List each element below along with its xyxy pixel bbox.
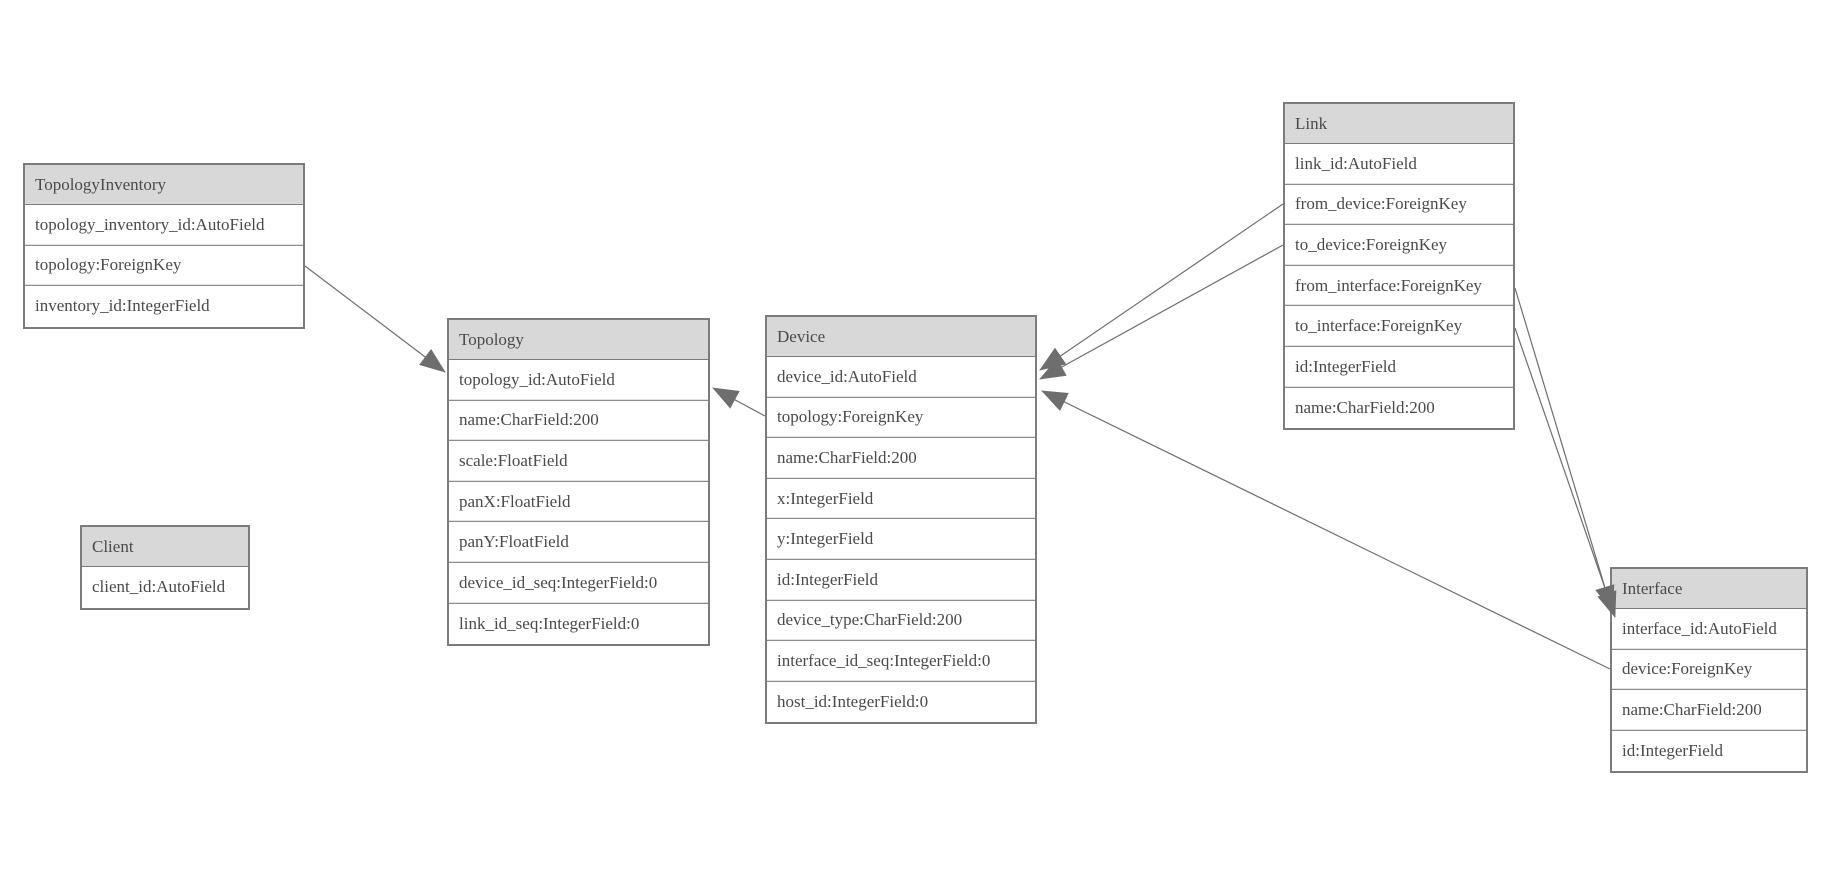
- entity-topology-field-row: device_id_seq:IntegerField:0: [449, 562, 708, 604]
- relation-device-topology-to-topology: [712, 387, 766, 417]
- entity-device-field-row: topology:ForeignKey: [767, 397, 1035, 439]
- entity-topology-field-row: panX:FloatField: [449, 481, 708, 523]
- entity-link-field-row: from_interface:ForeignKey: [1285, 265, 1513, 307]
- relation-link-to-interface-to-interface: [1514, 327, 1617, 618]
- entity-interface-field-row: interface_id:AutoField: [1612, 609, 1806, 650]
- entity-device-field-row: x:IntegerField: [767, 478, 1035, 520]
- entity-interface-field-row: id:IntegerField: [1612, 730, 1806, 772]
- entity-topology-field-row: scale:FloatField: [449, 441, 708, 482]
- entity-topology-field-row: topology_id:AutoField: [449, 360, 708, 401]
- entity-topology-field-row: panY:FloatField: [449, 522, 708, 563]
- entity-interface-field-row: name:CharField:200: [1612, 690, 1806, 731]
- entity-topology-title: Topology: [449, 320, 708, 360]
- entity-topology-inventory-field-row: topology:ForeignKey: [25, 245, 303, 287]
- entity-topology-field-row: name:CharField:200: [449, 400, 708, 442]
- relation-interface-device-to-device: [1041, 390, 1611, 670]
- entity-link-field-row: id:IntegerField: [1285, 346, 1513, 388]
- entity-topology-field-row: link_id_seq:IntegerField:0: [449, 603, 708, 645]
- entity-topology-inventory-title: TopologyInventory: [25, 165, 303, 205]
- entity-link-field-row: from_device:ForeignKey: [1285, 184, 1513, 226]
- entity-interface-field-row: device:ForeignKey: [1612, 649, 1806, 691]
- relation-topology-inventory-topology-to-topology: [304, 265, 446, 373]
- relation-link-to-device-to-device: [1039, 244, 1284, 380]
- entity-client-field-row: client_id:AutoField: [82, 567, 248, 608]
- entity-link-title: Link: [1285, 104, 1513, 144]
- entity-link-field-row: name:CharField:200: [1285, 387, 1513, 429]
- entity-device-field-row: host_id:IntegerField:0: [767, 681, 1035, 723]
- entity-device-field-row: y:IntegerField: [767, 519, 1035, 560]
- relation-link-from-interface-to-interface: [1514, 287, 1615, 612]
- entity-device-field-row: interface_id_seq:IntegerField:0: [767, 641, 1035, 682]
- entity-link-field-row: to_interface:ForeignKey: [1285, 306, 1513, 347]
- entity-device-field-row: device_id:AutoField: [767, 357, 1035, 398]
- entity-device-field-row: id:IntegerField: [767, 559, 1035, 601]
- entity-device-field-row: name:CharField:200: [767, 438, 1035, 479]
- entity-device-field-row: device_type:CharField:200: [767, 600, 1035, 642]
- entity-device-title: Device: [767, 317, 1035, 357]
- entity-link-field-row: to_device:ForeignKey: [1285, 225, 1513, 266]
- entity-topology-inventory-field-row: topology_inventory_id:AutoField: [25, 205, 303, 246]
- entity-client-title: Client: [82, 527, 248, 567]
- relation-link-from-device-to-device: [1039, 203, 1284, 371]
- entity-topology-inventory-field-row: inventory_id:IntegerField: [25, 286, 303, 327]
- entity-link-field-row: link_id:AutoField: [1285, 144, 1513, 185]
- entity-interface-title: Interface: [1612, 569, 1806, 609]
